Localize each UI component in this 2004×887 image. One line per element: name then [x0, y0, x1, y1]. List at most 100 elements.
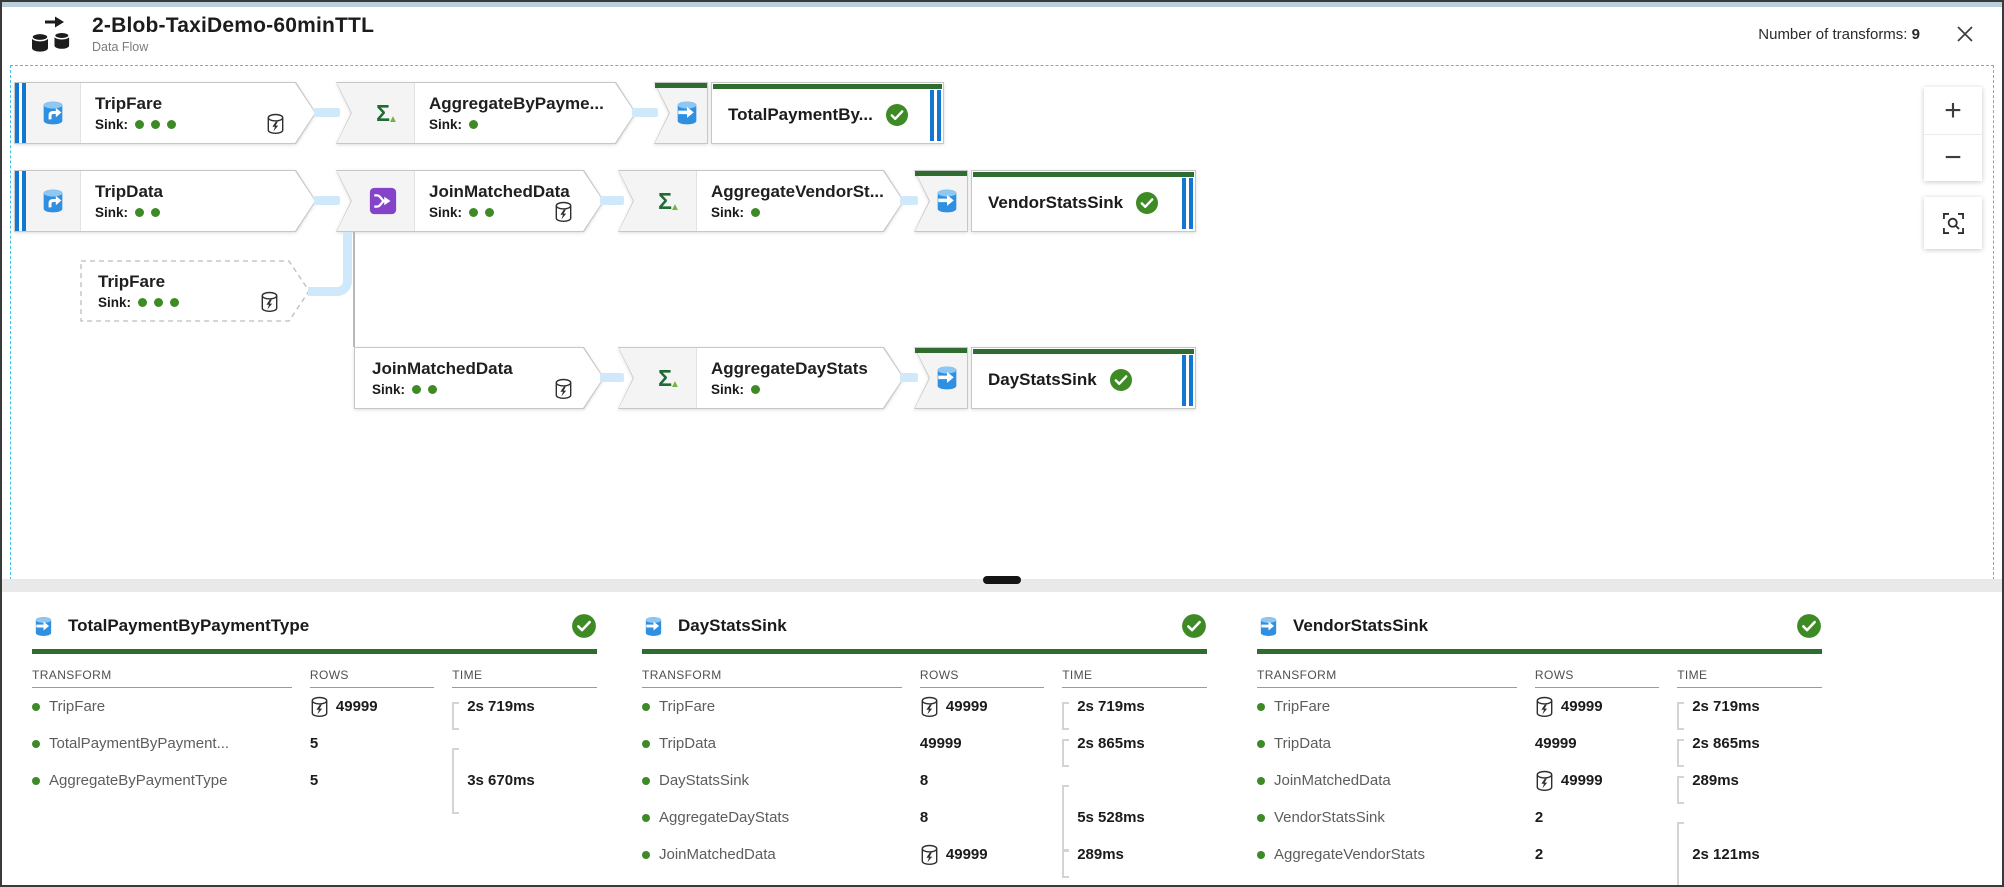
- column-header-rows: ROWS: [1534, 668, 1660, 688]
- table-title: TotalPaymentByPaymentType: [68, 616, 310, 635]
- time-value: 2s 719ms: [1077, 698, 1145, 715]
- sink-partition-dot: [751, 208, 760, 217]
- column-header-time: TIME: [452, 668, 597, 688]
- sink-status: Sink:: [95, 205, 163, 220]
- staged-cache-icon: [921, 844, 938, 865]
- transform-name: DayStatsSink: [659, 772, 750, 789]
- dataflow-icon: [28, 12, 76, 56]
- sink-partition-dot: [154, 298, 164, 308]
- sink-db-icon: [35, 616, 52, 636]
- time-bracket: [1677, 821, 1685, 885]
- transform-name: TripData: [1274, 735, 1331, 752]
- source-db-icon: [39, 99, 67, 127]
- time-value: 2s 719ms: [1692, 698, 1760, 715]
- table-title: VendorStatsSink: [1293, 616, 1429, 635]
- node-title: DayStatsSink: [988, 370, 1097, 389]
- status-dot: [32, 776, 40, 785]
- rows-value: 49999: [1560, 772, 1603, 789]
- source-db-icon: [39, 187, 67, 215]
- success-check-icon: [572, 614, 596, 638]
- time-value: 2s 719ms: [467, 698, 535, 715]
- node-title: TripData: [95, 181, 164, 201]
- time-value: 2s 865ms: [1077, 735, 1145, 752]
- transform-name: TotalPaymentByPayment...: [49, 735, 230, 752]
- staged-cache-icon: [261, 291, 278, 313]
- flow-connector: [900, 196, 918, 205]
- page-title: 2-Blob-TaxiDemo-60minTTL: [92, 14, 375, 37]
- rows-value: 8: [919, 772, 929, 789]
- rows-value: 49999: [945, 698, 988, 715]
- time-value: 3s 670ms: [467, 772, 535, 789]
- zoom-in-button[interactable]: +: [1924, 87, 1982, 134]
- status-dot: [32, 739, 40, 748]
- time-bracket: [1677, 702, 1685, 730]
- rows-value: 2: [1534, 809, 1544, 826]
- staged-cache-icon: [311, 696, 328, 717]
- flow-connector: [900, 373, 918, 382]
- success-check-icon: [885, 104, 908, 126]
- sink-partition-dot: [412, 385, 421, 394]
- status-dot: [1257, 850, 1265, 859]
- node-sink-daystats[interactable]: DayStatsSink: [914, 347, 1196, 409]
- sink-label: Sink:: [372, 382, 406, 398]
- status-dot: [1257, 702, 1265, 711]
- transform-name: AggregateVendorStats: [1274, 846, 1425, 863]
- transform-name: TripFare: [1274, 698, 1331, 715]
- flow-connector-elbow: [308, 232, 352, 296]
- transforms-count-text: Number of transforms: 9: [1758, 26, 1920, 43]
- source-stripes: [15, 171, 26, 231]
- time-bracket: [1062, 702, 1070, 730]
- close-icon: [1957, 26, 1973, 42]
- column-header-transform: TRANSFORM: [642, 668, 902, 688]
- zoom-to-fit-button[interactable]: [1924, 197, 1982, 249]
- aggregate-icon: Σ▲: [376, 99, 398, 126]
- status-dot: [642, 850, 650, 859]
- node-agg-vendorstats[interactable]: Σ▲AggregateVendorSt...Sink:: [618, 170, 904, 232]
- sink-partition-dot: [135, 120, 144, 129]
- close-button[interactable]: [1950, 19, 1980, 49]
- time-bracket: [1677, 739, 1685, 767]
- top-strip: [2, 2, 2002, 7]
- status-dot: [1257, 739, 1265, 748]
- rows-value: 2: [1534, 846, 1544, 863]
- node-title: TotalPaymentBy...: [728, 105, 873, 124]
- node-sink-vendorstats[interactable]: VendorStatsSink: [914, 170, 1196, 232]
- transform-name: TripData: [659, 735, 716, 752]
- status-bar: [655, 83, 707, 88]
- node-title: AggregateVendorSt...: [711, 181, 884, 201]
- sink-partition-dot: [751, 385, 760, 394]
- status-bar: [915, 348, 967, 353]
- staged-cache-icon: [921, 696, 938, 717]
- status-dot: [642, 702, 650, 711]
- table-title: DayStatsSink: [678, 616, 787, 635]
- time-value: 289ms: [1692, 772, 1739, 789]
- sink-partition-dot: [485, 208, 494, 217]
- zoom-out-button[interactable]: −: [1924, 134, 1982, 181]
- header: 2-Blob-TaxiDemo-60minTTL Data Flow Numbe…: [2, 7, 2002, 59]
- success-check-icon: [1797, 614, 1821, 638]
- node-title: AggregateByPayme...: [429, 93, 604, 113]
- branch-connector: [353, 232, 355, 347]
- node-agg-bypaymenttype[interactable]: Σ▲AggregateByPayme...Sink:: [336, 82, 636, 144]
- panel-resize-handle[interactable]: [983, 576, 1021, 584]
- join-icon: [368, 186, 398, 216]
- status-dot: [32, 702, 40, 711]
- node-sink-totalpayment[interactable]: TotalPaymentBy...: [654, 82, 944, 144]
- rows-value: 49999: [919, 735, 962, 752]
- source-stripes: [15, 83, 26, 143]
